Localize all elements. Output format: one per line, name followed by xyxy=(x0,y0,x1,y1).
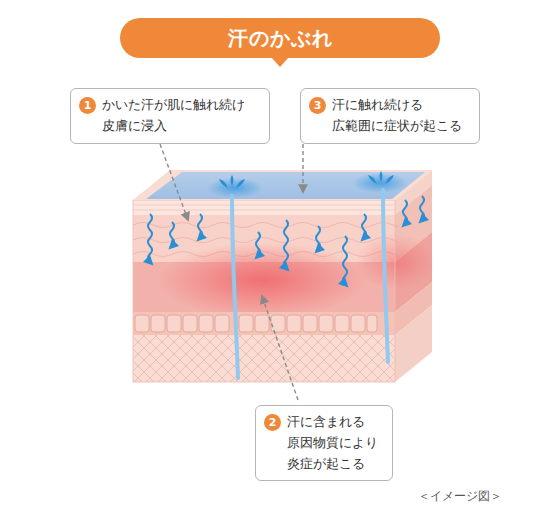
top-face xyxy=(207,178,263,198)
front-face xyxy=(135,315,149,332)
front-face xyxy=(319,315,333,332)
front-face xyxy=(367,315,377,332)
front-face xyxy=(133,205,395,210)
top-face xyxy=(133,170,432,200)
front-face xyxy=(287,315,301,332)
penetration-arrow xyxy=(362,214,366,238)
front-face xyxy=(135,315,377,332)
front-face xyxy=(167,315,181,332)
front-face xyxy=(271,315,285,332)
title-pill: 汗のかぶれ xyxy=(120,18,440,58)
sweat-drops xyxy=(368,171,394,184)
front-face xyxy=(151,315,165,332)
sweat-duct xyxy=(232,190,388,378)
front-face xyxy=(215,315,229,332)
leader-line xyxy=(160,144,188,220)
callout-text: 汗に含まれる 原因物質により 炎症が起こる xyxy=(287,412,382,474)
front-face xyxy=(183,315,197,332)
front-face xyxy=(335,315,349,332)
front-face xyxy=(239,315,253,332)
front-face xyxy=(255,315,269,332)
penetration-arrow xyxy=(343,236,347,284)
sweat-duct xyxy=(383,190,388,362)
title-pointer xyxy=(271,57,289,67)
penetration-arrow xyxy=(256,232,260,256)
penetration-arrow xyxy=(420,196,424,220)
callout-number: 3 xyxy=(309,97,326,114)
penetration-arrow xyxy=(316,226,320,250)
caption: ＜イメージ図＞ xyxy=(418,488,502,505)
penetration-arrow xyxy=(170,222,174,246)
sweat-duct xyxy=(232,196,238,378)
callout-text: かいた汗が肌に触れ続け 皮膚に浸入 xyxy=(102,95,259,137)
penetration-arrow xyxy=(403,200,407,224)
front-face xyxy=(133,200,395,382)
side-face xyxy=(395,305,432,382)
penetration-arrow xyxy=(148,196,424,284)
front-face xyxy=(133,312,395,335)
front-face xyxy=(303,315,317,332)
front-face xyxy=(133,335,395,382)
title-text: 汗のかぶれ xyxy=(228,25,333,52)
leader-line xyxy=(302,144,303,192)
callout-number: 1 xyxy=(79,97,96,114)
front-face xyxy=(157,242,367,318)
front-face xyxy=(351,315,365,332)
callout-text: 汗に触れ続ける 広範囲に症状が起こる xyxy=(332,95,469,137)
callout-number: 2 xyxy=(264,414,281,431)
leader-line xyxy=(262,296,298,400)
penetration-arrow xyxy=(284,220,288,268)
callout-box: 3 汗に触れ続ける 広範囲に症状が起こる xyxy=(300,88,480,144)
penetration-arrow xyxy=(198,214,202,238)
callout-box: 1 かいた汗が肌に触れ続け 皮膚に浸入 xyxy=(70,88,270,144)
sweat-drops xyxy=(219,175,245,188)
top-face xyxy=(133,170,432,200)
callout-box: 2 汗に含まれる 原因物質により 炎症が起こる xyxy=(255,405,393,481)
front-face xyxy=(199,315,213,332)
front-face xyxy=(133,200,395,215)
penetration-arrow xyxy=(148,214,152,262)
leader-line xyxy=(160,144,303,400)
